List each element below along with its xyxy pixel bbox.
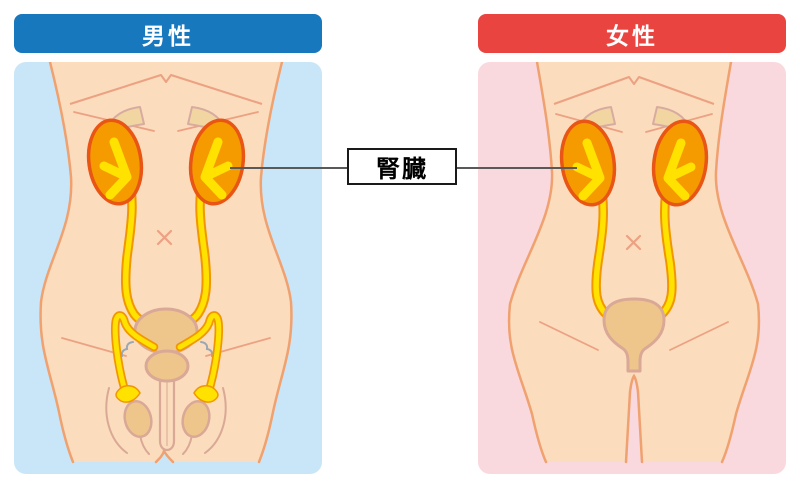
- male-header-label: 男性: [142, 23, 194, 50]
- male-header: 男性: [14, 14, 322, 53]
- annotation-line-right: [457, 167, 577, 169]
- kidney-annotation-label: 腎臓: [376, 155, 428, 183]
- female-torso-outline: [507, 62, 761, 464]
- female-header-label: 女性: [606, 23, 658, 50]
- female-renal-pelvis-right: [663, 138, 696, 201]
- female-renal-pelvis-left: [572, 138, 605, 201]
- female-kidney-left: [559, 119, 617, 207]
- female-illustration-panel: [478, 62, 786, 474]
- male-prostate: [144, 349, 190, 383]
- male-epididymis-left: [115, 385, 141, 403]
- male-illustration-panel: [14, 62, 322, 474]
- male-kidney-left: [86, 118, 144, 206]
- male-epididymis-right: [193, 385, 219, 403]
- female-clavicle-line: [553, 76, 715, 105]
- male-vas-deferens: [110, 311, 224, 401]
- female-header: 女性: [478, 14, 786, 53]
- female-bladder: [602, 297, 666, 373]
- male-navel-mark: [156, 229, 173, 246]
- male-clavicle-line: [69, 74, 263, 105]
- male-renal-pelvis-right: [200, 137, 233, 200]
- male-testis-right: [181, 400, 211, 438]
- male-urinary-system-illustration: [39, 62, 293, 464]
- male-renal-pelvis-left: [99, 137, 132, 200]
- annotation-line-left: [230, 167, 347, 169]
- female-urinary-system-illustration: [507, 62, 761, 464]
- female-kidney-right: [651, 119, 709, 207]
- female-navel-mark: [625, 234, 642, 251]
- male-kidney-right: [188, 118, 246, 206]
- male-torso-outline: [39, 62, 293, 464]
- kidney-annotation-box: 腎臓: [347, 148, 457, 185]
- female-groin-lines: [539, 321, 729, 351]
- male-scrotum-fold-lines: [105, 387, 227, 455]
- male-testis-left: [123, 400, 153, 438]
